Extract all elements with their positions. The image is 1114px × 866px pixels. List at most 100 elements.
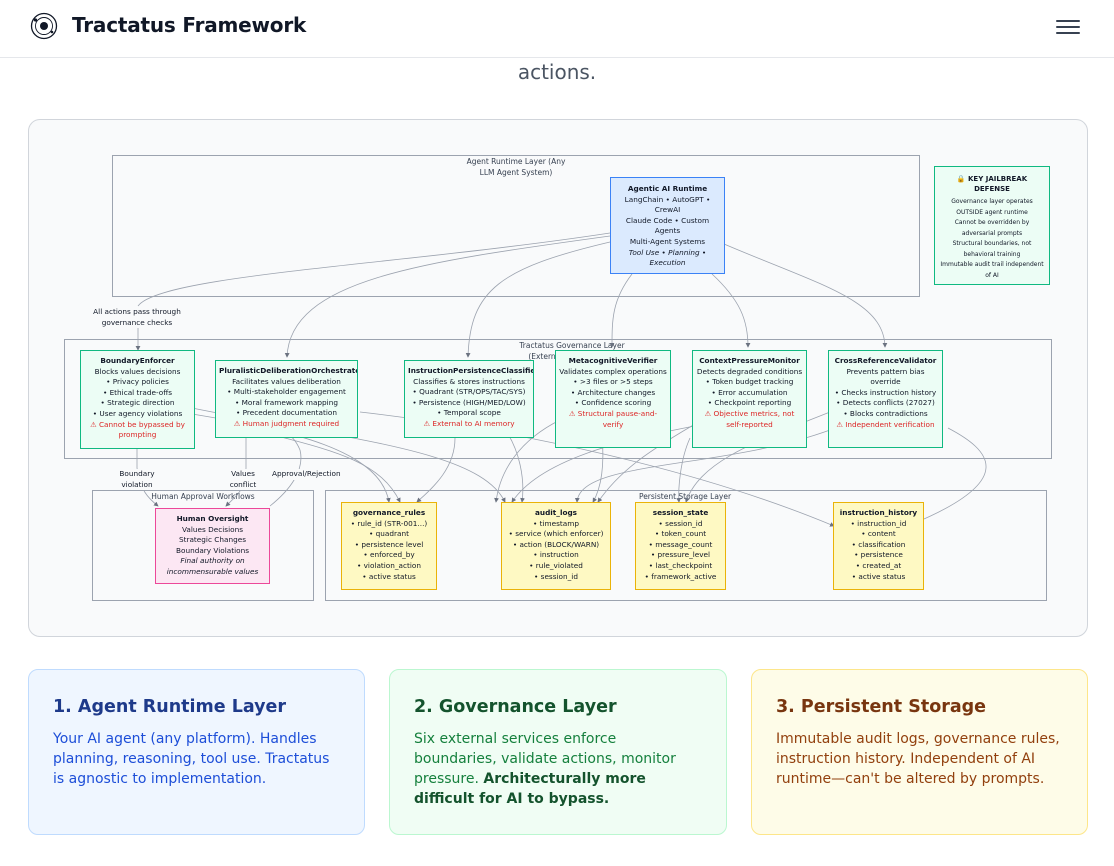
node-line: Governance layer operates OUTSIDE agent … xyxy=(951,198,1033,216)
card-persistent-storage: 3. Persistent Storage Immutable audit lo… xyxy=(751,669,1088,835)
tractatus-logo-icon[interactable] xyxy=(30,12,58,40)
card-title: 1. Agent Runtime Layer xyxy=(53,697,287,717)
node-line: • Moral framework mapping xyxy=(235,397,338,407)
node-warning: ⚠ Cannot be bypassed by prompting xyxy=(90,419,185,440)
node-line: • pressure_level xyxy=(650,550,711,560)
card-text-body: Six external services enforce boundaries… xyxy=(414,731,676,787)
node-line: • User agency violations xyxy=(92,408,183,418)
node-line: Immutable audit trail independent of AI xyxy=(940,261,1044,279)
node-line: • Persistence (HIGH/MED/LOW) xyxy=(412,397,526,407)
card-text-emphasis: Architecturally more difficult for AI to… xyxy=(414,771,646,807)
node-line: • Token budget tracking xyxy=(705,377,794,387)
node-line: Final authority on incommensurable value… xyxy=(166,556,259,576)
card-text: Six external services enforce boundaries… xyxy=(414,729,702,809)
node-line: • instruction_id xyxy=(850,518,907,528)
node-line: • message_count xyxy=(648,539,713,549)
node-warning: ⚠ Human judgment required xyxy=(233,418,340,428)
instruction-history-store-node[interactable]: instruction_history • instruction_id • c… xyxy=(833,502,924,590)
node-line: • Multi-stakeholder engagement xyxy=(227,387,346,397)
node-title: 🔒 KEY JAILBREAK DEFENSE xyxy=(956,175,1028,193)
node-line: Values Decisions xyxy=(181,524,244,534)
node-line: • rule_violated xyxy=(529,560,583,570)
instruction-persistence-classifier-node[interactable]: InstructionPersistenceClassifier Classif… xyxy=(404,360,534,438)
node-line: Strategic Changes xyxy=(178,535,247,545)
node-line: • content xyxy=(861,529,896,539)
node-line: • session_id xyxy=(658,518,703,528)
node-line: Boundary Violations xyxy=(175,545,250,555)
node-line: • persistence level xyxy=(354,539,424,549)
hamburger-menu-icon[interactable] xyxy=(1056,16,1080,38)
human-oversight-node[interactable]: Human Oversight Values Decisions Strateg… xyxy=(155,508,270,584)
node-line: • Quadrant (STR/OPS/TAC/SYS) xyxy=(412,387,526,397)
node-line: • active status xyxy=(362,571,416,581)
node-line: • framework_active xyxy=(644,571,717,581)
node-line: • session_id xyxy=(534,571,578,581)
node-line: • action (BLOCK/WARN) xyxy=(512,539,600,549)
node-title: BoundaryEnforcer xyxy=(100,356,175,365)
session-state-store-node[interactable]: session_state • session_id • token_count… xyxy=(635,502,726,590)
node-line: • timestamp xyxy=(533,518,579,528)
node-warning: ⚠ Structural pause-and-verify xyxy=(568,408,658,429)
node-line: • Privacy policies xyxy=(106,377,169,387)
governance-rules-store-node[interactable]: governance_rules • rule_id (STR-001...) … xyxy=(341,502,437,590)
node-line: • last_checkpoint xyxy=(648,560,713,570)
pluralistic-deliberation-orchestrator-node[interactable]: PluralisticDeliberationOrchestrator Faci… xyxy=(215,360,358,438)
card-agent-runtime-layer: 1. Agent Runtime Layer Your AI agent (an… xyxy=(28,669,365,835)
node-title: audit_logs xyxy=(534,508,578,517)
node-title: session_state xyxy=(652,508,709,517)
node-line: • Checkpoint reporting xyxy=(707,398,792,408)
node-line: CrewAI xyxy=(654,205,681,215)
node-title: InstructionPersistenceClassifier xyxy=(408,366,534,375)
key-jailbreak-defense-node[interactable]: 🔒 KEY JAILBREAK DEFENSE Governance layer… xyxy=(934,166,1050,285)
context-pressure-monitor-node[interactable]: ContextPressureMonitor Detects degraded … xyxy=(692,350,807,448)
app-title[interactable]: Tractatus Framework xyxy=(72,13,307,37)
agentic-ai-runtime-node[interactable]: Agentic AI Runtime LangChain • AutoGPT •… xyxy=(610,177,725,274)
node-line: Multi-Agent Systems xyxy=(629,236,706,246)
audit-logs-store-node[interactable]: audit_logs • timestamp • service (which … xyxy=(501,502,611,590)
boundary-enforcer-node[interactable]: BoundaryEnforcer Blocks values decisions… xyxy=(80,350,195,449)
node-line: • token_count xyxy=(654,529,707,539)
node-line: • Temporal scope xyxy=(437,408,501,418)
node-title: governance_rules xyxy=(352,508,426,517)
human-layer-title: Human Approval Workflows xyxy=(151,492,255,501)
node-line: • Detects conflicts (27027) xyxy=(836,398,935,408)
runtime-layer-title: Agent Runtime Layer (Any LLM Agent Syste… xyxy=(466,157,566,177)
top-navbar: Tractatus Framework xyxy=(0,0,1114,58)
card-title: 3. Persistent Storage xyxy=(776,697,987,717)
node-title: ContextPressureMonitor xyxy=(699,356,800,365)
metacognitive-verifier-node[interactable]: MetacognitiveVerifier Validates complex … xyxy=(555,350,671,448)
node-line: • active status xyxy=(851,571,906,581)
node-title: instruction_history xyxy=(839,508,918,517)
node-line: Validates complex operations xyxy=(559,366,667,376)
node-line: • Precedent documentation xyxy=(236,408,337,418)
node-line: • rule_id (STR-001...) xyxy=(350,518,428,528)
node-line: • persistence xyxy=(854,550,903,560)
node-line: Classifies & stores instructions xyxy=(413,376,525,386)
node-line: • Blocks contradictions xyxy=(843,408,928,418)
node-line: • Strategic direction xyxy=(100,398,175,408)
node-line: Detects degraded conditions xyxy=(696,366,803,376)
card-text: Your AI agent (any platform). Handles pl… xyxy=(53,731,330,787)
cross-reference-validator-node[interactable]: CrossReferenceValidator Prevents pattern… xyxy=(828,350,943,448)
node-line: Claude Code • Custom xyxy=(625,215,710,225)
edge-label-boundary-violation: Boundary violation xyxy=(104,469,170,490)
node-line: • Architecture changes xyxy=(570,387,656,397)
node-line: • instruction xyxy=(533,550,579,560)
node-line: • classification xyxy=(851,539,906,549)
node-line: • enforced_by xyxy=(363,550,415,560)
node-line: Facilitates values deliberation xyxy=(232,376,341,386)
node-line: Tool Use • Planning • xyxy=(628,247,707,257)
node-line: Cannot be overridden by adversarial prom… xyxy=(954,219,1030,237)
node-warning: ⚠ External to AI memory xyxy=(423,418,515,428)
node-line: • Confidence scoring xyxy=(574,398,652,408)
node-title: Human Oversight xyxy=(176,514,249,523)
intro-text-tail: actions. xyxy=(517,60,597,84)
node-line: • created_at xyxy=(855,560,902,570)
card-title: 2. Governance Layer xyxy=(414,697,617,717)
node-line: • service (which enforcer) xyxy=(508,529,604,539)
node-title: PluralisticDeliberationOrchestrator xyxy=(219,366,358,375)
node-title: Agentic AI Runtime xyxy=(627,184,708,193)
node-warning: ⚠ Objective metrics, not self-reported xyxy=(704,408,795,429)
node-title: CrossReferenceValidator xyxy=(834,356,937,365)
edge-label-pass-through: All actions pass through governance chec… xyxy=(92,307,182,328)
